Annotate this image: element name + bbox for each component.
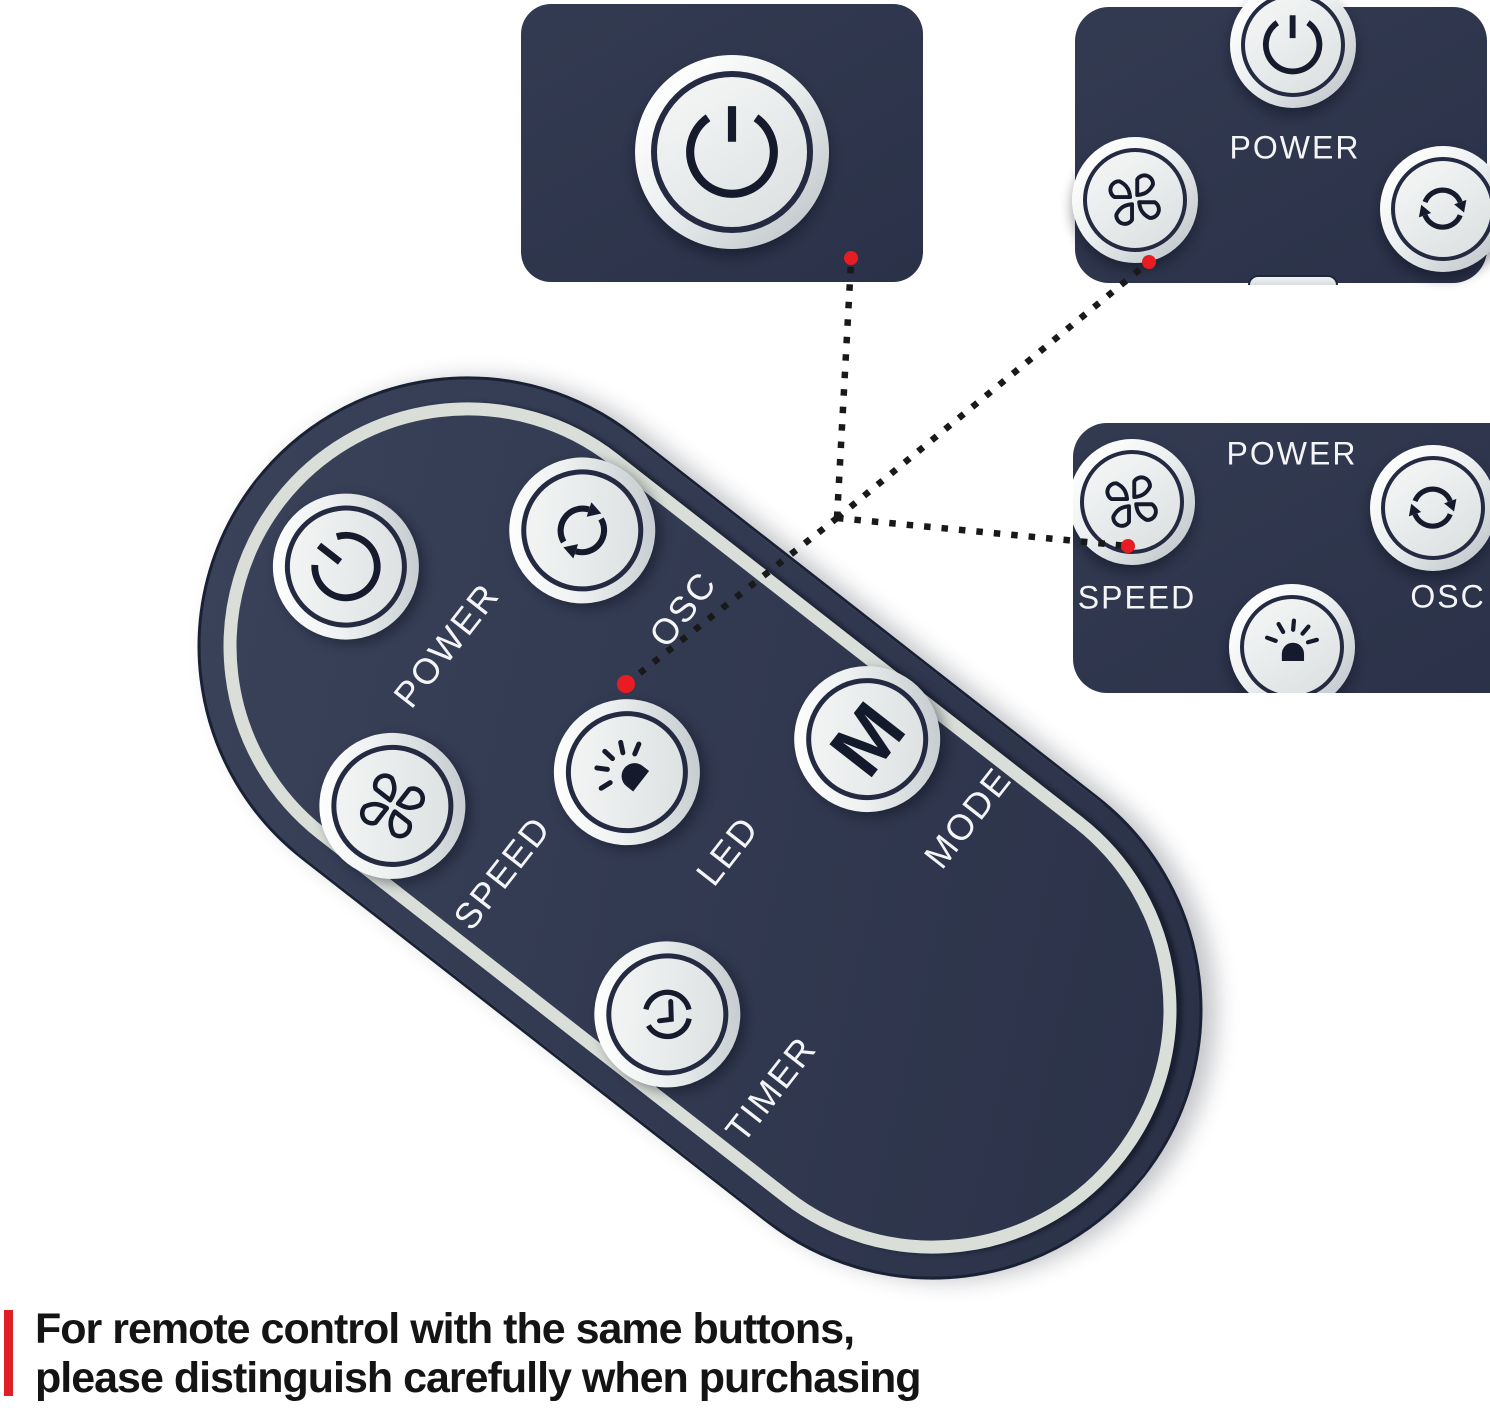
- callout-panel-mid-right: POWER SPEED: [1073, 423, 1490, 693]
- led-button-small: [1229, 584, 1355, 693]
- speed-button: [289, 703, 495, 909]
- light-icon: [1265, 618, 1320, 662]
- fan-icon: [1108, 173, 1162, 227]
- power-button: [243, 464, 449, 670]
- callout-panel-top-right: POWER: [1072, 0, 1490, 285]
- leader-line-to-power-closeup: [833, 261, 855, 519]
- rotate-arrows-icon: [1419, 187, 1467, 231]
- fan-icon: [1105, 475, 1159, 529]
- power-icon: [686, 106, 778, 198]
- power-icon: [311, 531, 381, 602]
- led-button: [524, 669, 730, 875]
- power-icon: [1263, 15, 1323, 75]
- callout-panel-power-closeup: [521, 4, 923, 282]
- power-button-small: [1230, 0, 1356, 108]
- speed-fan-button-small: [1072, 137, 1198, 263]
- speed-label: SPEED: [1077, 579, 1197, 616]
- remote-control-body: POWER OSC: [88, 267, 1312, 1389]
- rotate-arrows-icon: [1409, 486, 1457, 530]
- caption-line-1: For remote control with the same buttons…: [35, 1305, 855, 1353]
- light-icon: [594, 739, 649, 792]
- caption-accent-bar: [4, 1310, 13, 1396]
- speed-fan-button-small: [1073, 439, 1195, 565]
- fan-icon: [359, 773, 425, 839]
- power-label: POWER: [1226, 435, 1358, 472]
- oscillate-button-small: [1370, 445, 1490, 571]
- power-label: POWER: [1229, 129, 1361, 166]
- partial-button-edge: [1248, 275, 1338, 285]
- timer-button: [564, 911, 770, 1117]
- oscillate-button: [479, 427, 685, 633]
- power-button-closeup: [635, 55, 829, 249]
- clock-icon: [642, 989, 693, 1040]
- osc-label: OSC: [1410, 578, 1486, 615]
- letter-m-glyph: M: [812, 686, 922, 792]
- oscillate-button-small: [1380, 146, 1490, 272]
- rotate-arrows-icon: [557, 502, 608, 559]
- caption: For remote control with the same buttons…: [35, 1305, 921, 1403]
- caption-line-2: please distinguish carefully when purcha…: [35, 1354, 921, 1402]
